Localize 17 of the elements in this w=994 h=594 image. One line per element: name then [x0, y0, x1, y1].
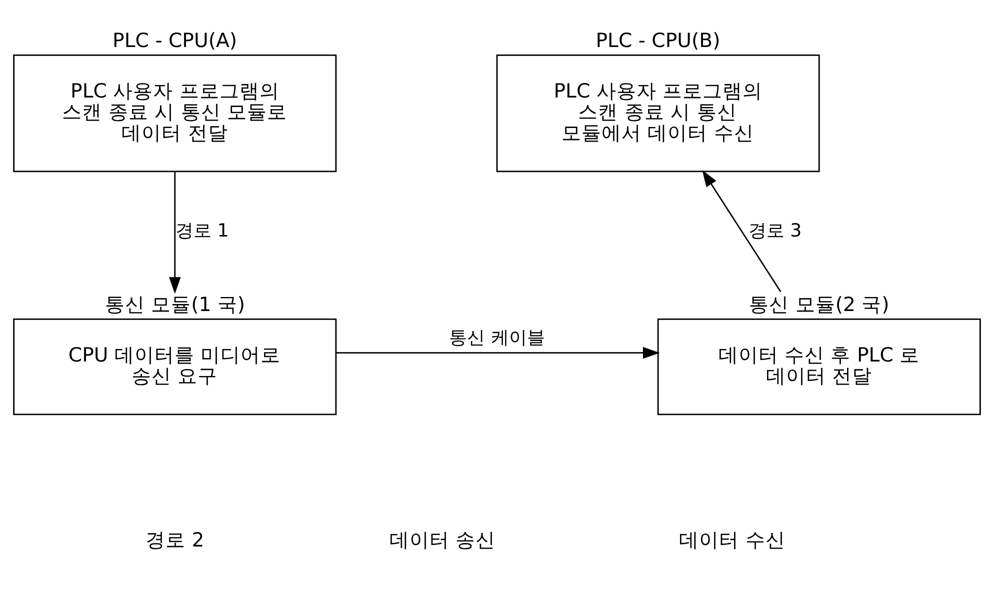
edge-label: 통신 케이블 [449, 327, 545, 348]
node-label: PLC - CPU(A) [112, 28, 238, 52]
label: 데이터 수신 [679, 528, 786, 551]
node-box: PLC 사용자 프로그램의 스캔 종료 시 통신 모듈에서 데이터 수신 [496, 54, 820, 172]
label: 경로 2 [146, 528, 204, 551]
edge-label: 경로 3 [748, 220, 802, 241]
arrow [336, 346, 660, 358]
node-label: 통신 모듈(1 국) [104, 292, 246, 316]
node-box: CPU 데이터를 미디어로 송신 요구 [13, 318, 337, 415]
edge-label: 경로 1 [176, 220, 229, 241]
arrow [702, 169, 782, 292]
node-label: PLC - CPU(B) [596, 28, 720, 52]
arrow [169, 171, 181, 294]
node-box: 데이터 수신 후 PLC 로 데이터 전달 [657, 318, 981, 415]
node-box: PLC 사용자 프로그램의 스캔 종료 시 통신 모듈로 데이터 전달 [13, 54, 337, 172]
label: 데이터 송신 [389, 528, 496, 551]
node-label: 통신 모듈(2 국) [749, 292, 890, 316]
